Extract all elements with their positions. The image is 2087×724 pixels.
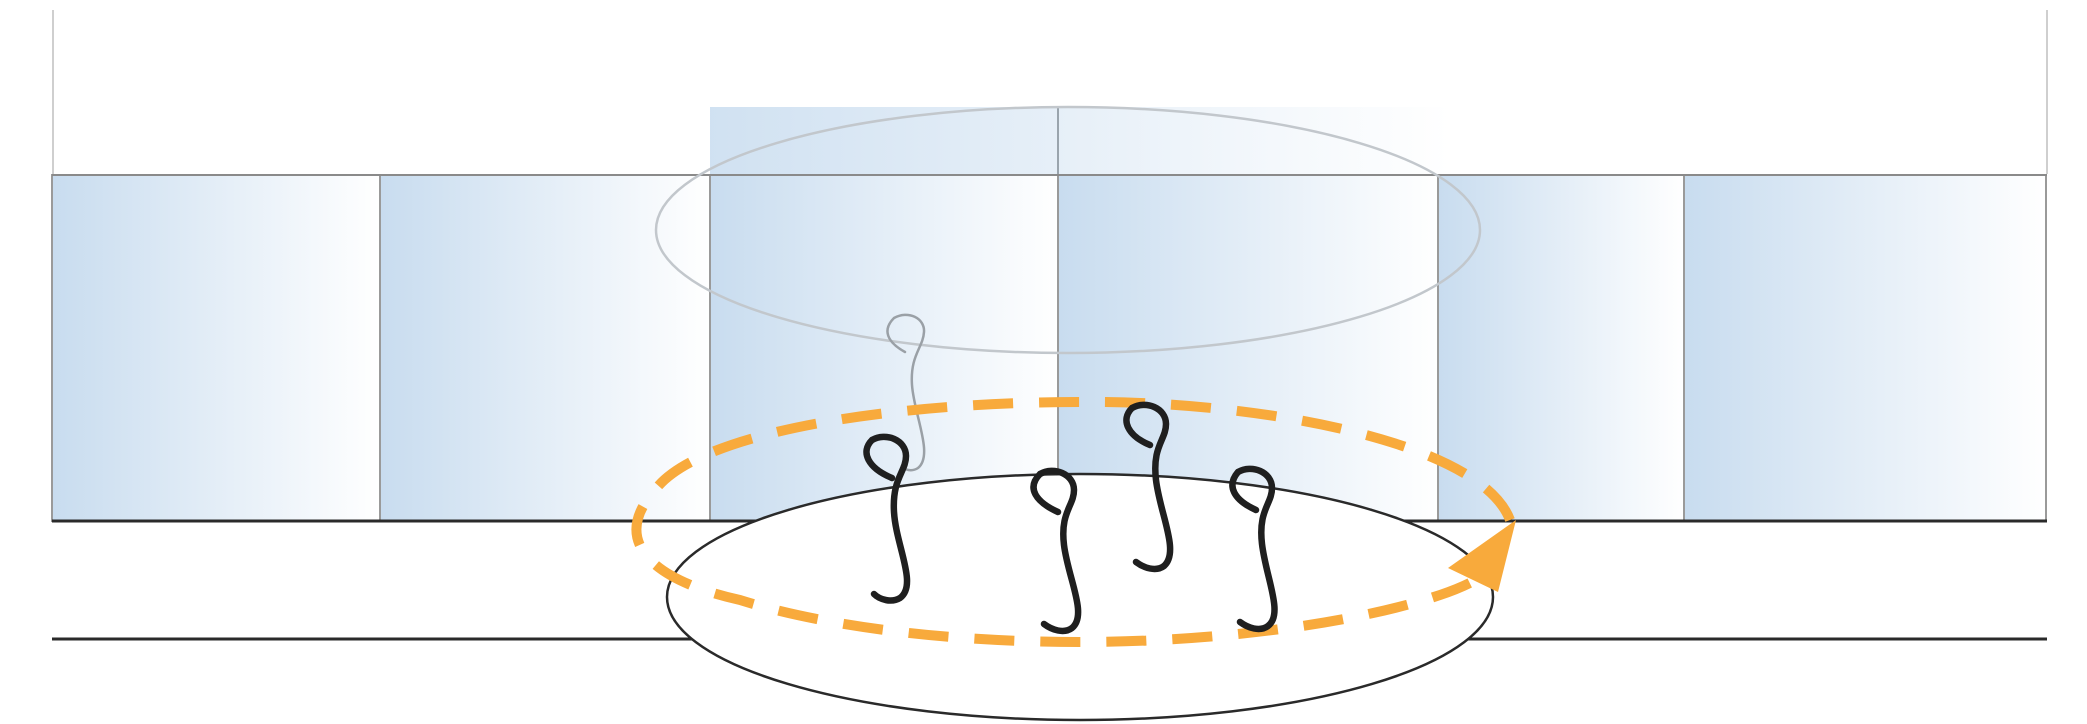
panel-5 [1437, 174, 1685, 522]
flow-arrow-head [1448, 520, 1516, 592]
panel-1 [51, 174, 381, 522]
ghost-ellipse [654, 105, 1482, 355]
main-ellipse [665, 472, 1495, 722]
hook-1 [863, 433, 911, 604]
panel-6 [1683, 174, 2047, 522]
wall-panels [51, 174, 2047, 522]
ghost-hook [886, 313, 926, 472]
flow-arrow-path [631, 396, 1515, 648]
ghost-raised-panel [710, 107, 1450, 175]
panel-4 [1057, 174, 1439, 522]
hook-4 [1229, 465, 1278, 633]
hooks [863, 401, 1278, 635]
hook-2 [1030, 467, 1082, 635]
hook-3 [1123, 401, 1174, 573]
panel-2 [379, 174, 711, 522]
panel-3 [709, 174, 1059, 522]
